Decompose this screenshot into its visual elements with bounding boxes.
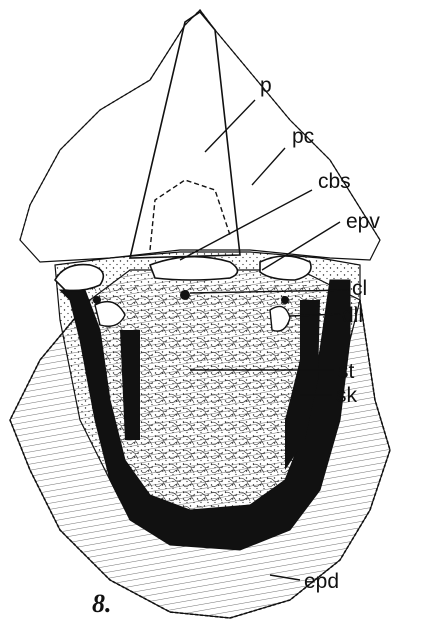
label-p: p (260, 74, 272, 97)
label-sk: sk (336, 384, 358, 407)
label-st: st (338, 360, 355, 383)
label-pc: pc (292, 125, 314, 148)
label-dll: dll (342, 304, 363, 327)
label-epv: epv (346, 210, 380, 233)
label-cl: cl (352, 277, 367, 300)
label-cbs: cbs (318, 170, 351, 193)
dorsal-plate (20, 10, 380, 262)
label-epd: epd (304, 570, 339, 593)
figure-number: 8. (92, 589, 112, 618)
